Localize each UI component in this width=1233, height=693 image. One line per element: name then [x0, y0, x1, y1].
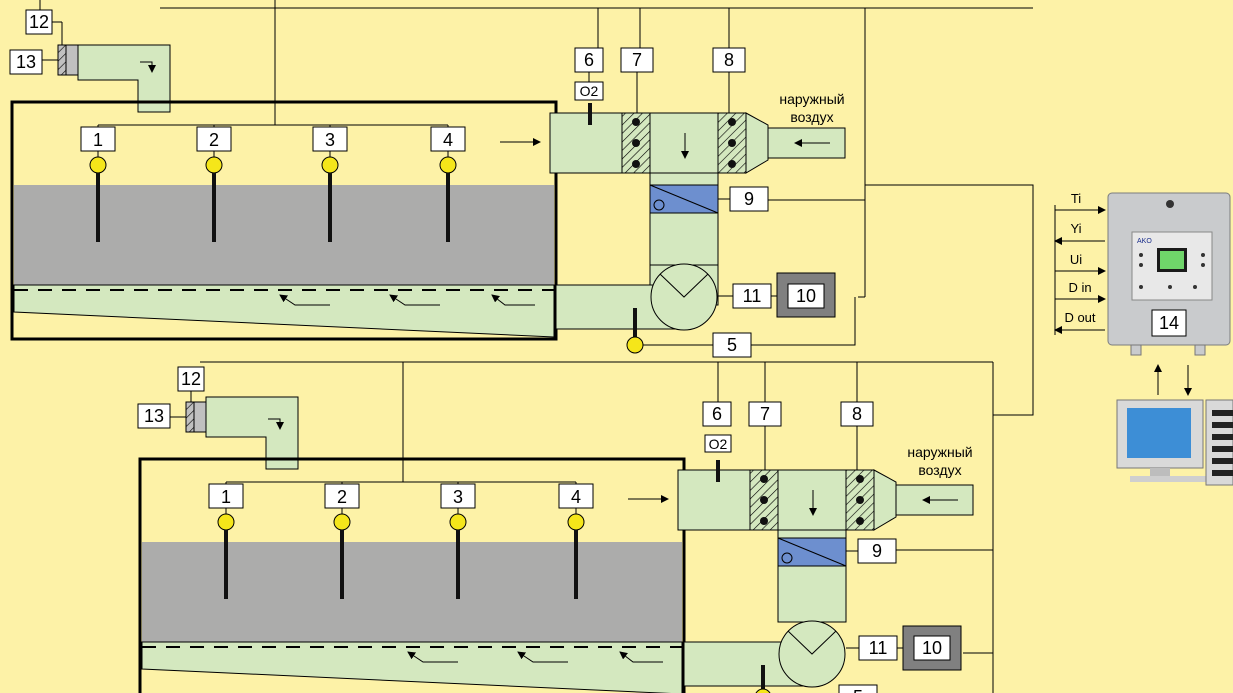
- grain-pile-1: [14, 185, 554, 285]
- svg-text:7: 7: [632, 50, 642, 70]
- temp-sensor-4: 4: [430, 126, 466, 242]
- svg-text:13: 13: [16, 52, 36, 72]
- tag-13-unit-2: 13: [137, 403, 171, 429]
- temp-sensor-2-unit-2: 2: [324, 483, 360, 599]
- temp-sensor-3-unit-2: 3: [440, 483, 476, 599]
- tag-6-unit-1: 6: [574, 47, 604, 73]
- svg-text:4: 4: [571, 487, 581, 507]
- storage-unit-1: 12 13 1 2: [9, 0, 1034, 415]
- svg-text:воздух: воздух: [918, 462, 961, 478]
- temp-sensor-4-unit-2: 4: [558, 483, 594, 599]
- signal-dout: D out: [1064, 310, 1095, 325]
- svg-text:10: 10: [922, 638, 942, 658]
- svg-text:8: 8: [724, 50, 734, 70]
- svg-text:5: 5: [853, 687, 863, 693]
- svg-text:наружный: наружный: [907, 444, 972, 460]
- svg-text:O2: O2: [580, 83, 599, 99]
- svg-text:11: 11: [743, 286, 762, 306]
- tag-13-unit-1: 13: [9, 49, 43, 75]
- tag-14: 14: [1151, 309, 1187, 337]
- svg-text:4: 4: [443, 130, 453, 150]
- svg-text:воздух: воздух: [790, 109, 833, 125]
- signal-ui: Ui: [1070, 252, 1082, 267]
- svg-text:1: 1: [221, 487, 231, 507]
- air-handler-1: [549, 112, 846, 331]
- svg-text:5: 5: [727, 335, 737, 355]
- tag-8-unit-2: 8: [840, 401, 874, 427]
- tag-7-unit-2: 7: [748, 401, 782, 427]
- signal-din: D in: [1068, 280, 1091, 295]
- temp-sensor-1-unit-2: 1: [208, 483, 244, 599]
- svg-text:14: 14: [1159, 313, 1179, 333]
- controller-14: Ti Yi Ui D in D out AKO 14: [1054, 191, 1231, 356]
- wiring-unit-1: [39, 0, 1034, 415]
- svg-text:13: 13: [144, 406, 164, 426]
- signal-yi: Yi: [1070, 221, 1081, 236]
- svg-text:2: 2: [337, 487, 347, 507]
- o2-sensor-1: O2: [574, 81, 604, 101]
- svg-text:3: 3: [453, 487, 463, 507]
- pressure-sensor-5-unit-1: 5: [626, 308, 752, 358]
- svg-text:O2: O2: [709, 436, 728, 452]
- signal-ti: Ti: [1071, 191, 1081, 206]
- tag-9-unit-2: 9: [857, 538, 897, 564]
- svg-text:11: 11: [869, 638, 888, 658]
- tag-11-unit-1: 11: [732, 283, 772, 309]
- tag-8-unit-1: 8: [712, 47, 746, 73]
- temp-sensor-2: 2: [196, 126, 232, 242]
- tag-11-unit-2: 11: [858, 635, 898, 661]
- tag-12-unit-1: 12: [25, 9, 53, 35]
- storage-unit-2: 12 13 1 2 3: [137, 357, 1034, 693]
- floor-air-channel-1: [13, 284, 555, 338]
- svg-text:12: 12: [181, 369, 201, 389]
- svg-text:9: 9: [744, 189, 754, 209]
- tag-10-unit-2: 10: [902, 625, 962, 671]
- pressure-sensor-5-unit-2: 5: [755, 665, 878, 693]
- temp-sensor-3: 3: [312, 126, 348, 242]
- svg-text:3: 3: [325, 130, 335, 150]
- storage-chamber-1: [10, 100, 558, 341]
- tag-9-unit-1: 9: [729, 186, 769, 212]
- o2-sensor-2: O2: [704, 434, 732, 453]
- tag-6-unit-2: 6: [702, 401, 732, 427]
- tag-7-unit-1: 7: [620, 47, 654, 73]
- computer-icon: [1116, 364, 1233, 486]
- svg-text:6: 6: [584, 50, 594, 70]
- svg-text:7: 7: [760, 404, 770, 424]
- svg-text:1: 1: [93, 130, 103, 150]
- temp-sensor-1: 1: [80, 126, 116, 242]
- svg-text:8: 8: [852, 404, 862, 424]
- svg-text:6: 6: [712, 404, 722, 424]
- svg-text:12: 12: [29, 12, 49, 32]
- svg-text:10: 10: [796, 286, 816, 306]
- svg-text:9: 9: [872, 541, 882, 561]
- svg-text:наружный: наружный: [779, 91, 844, 107]
- svg-text:AKO: AKO: [1137, 238, 1152, 245]
- svg-text:2: 2: [209, 130, 219, 150]
- tag-10-unit-1: 10: [776, 272, 836, 318]
- outside-air-label-1: наружный воздух: [779, 91, 844, 125]
- tag-12-unit-2: 12: [177, 366, 205, 392]
- outside-air-label-2: наружный воздух: [907, 444, 972, 478]
